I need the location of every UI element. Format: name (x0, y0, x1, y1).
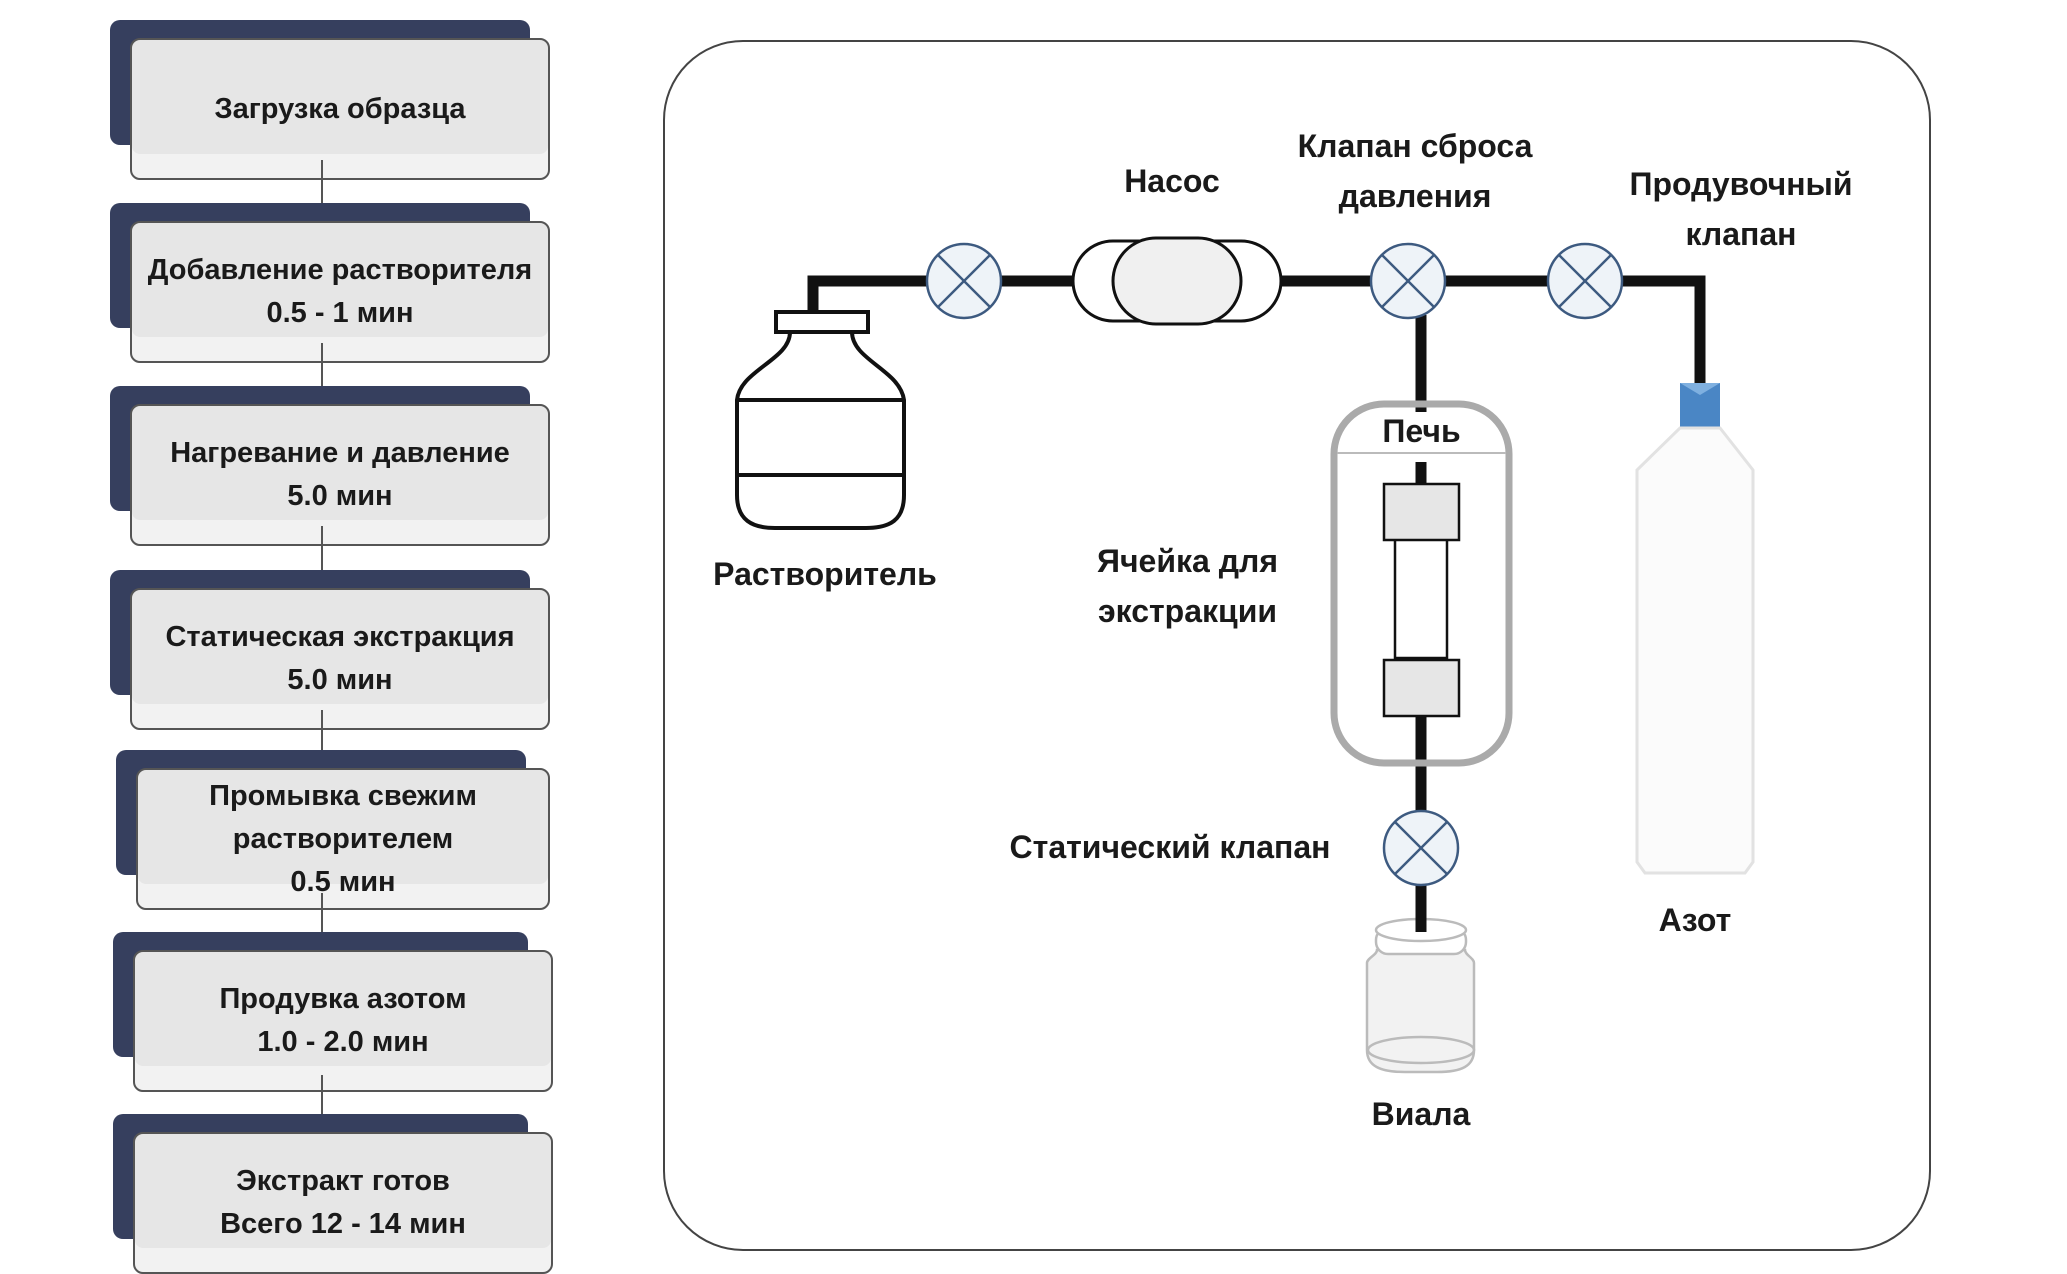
step-connector (321, 710, 323, 754)
static-valve-icon[interactable] (1382, 809, 1460, 887)
step-title: Загрузка образца (214, 92, 466, 125)
step-duration: 0.5 - 1 мин (266, 297, 414, 329)
step-extract-ready: Экстракт готов Всего 12 - 14 мин (113, 1114, 553, 1274)
step-duration: 0.5 мин (290, 865, 396, 898)
step-title: Продувка азотом (219, 983, 467, 1015)
step-title: Статическая экстракция (165, 621, 515, 653)
solvent-label: Растворитель (713, 556, 937, 592)
step-title-2: растворителем (232, 822, 454, 855)
step-duration: 5.0 мин (287, 664, 393, 696)
cell-label-line2: экстракции (1097, 593, 1278, 629)
pipe-purge-to-nitrogen (1619, 275, 1706, 383)
pump-label: Насос (1124, 163, 1220, 199)
step-title: Добавление растворителя (147, 254, 533, 286)
step-title: Экстракт готов (236, 1165, 450, 1197)
step-solvent-addition: Добавление растворителя 0.5 - 1 мин (110, 203, 550, 363)
static-valve-label: Статический клапан (1009, 829, 1331, 865)
step-connector (321, 160, 323, 203)
step-box: Промывка свежим растворителем 0.5 мин (136, 768, 550, 910)
cell-label-line1: Ячейка для (1096, 543, 1279, 579)
vial-icon (1365, 900, 1476, 1074)
relief-valve-label-line2: давления (1338, 178, 1492, 214)
purge-valve-label-line2: клапан (1685, 216, 1797, 252)
step-heat-pressure: Нагревание и давление 5.0 мин (110, 386, 550, 546)
purge-valve-icon[interactable] (1546, 242, 1624, 320)
step-box: Экстракт готов Всего 12 - 14 мин (133, 1132, 553, 1274)
step-duration: 1.0 - 2.0 мин (257, 1026, 429, 1058)
step-solvent-flush: Промывка свежим растворителем 0.5 мин (116, 750, 556, 910)
relief-valve-label-line1: Клапан сброса (1297, 128, 1533, 164)
pipe-solvent-to-valve (807, 275, 930, 312)
solvent-bottle-icon (735, 310, 906, 530)
step-title: Нагревание и давление (170, 437, 510, 469)
vial-label: Виала (1371, 1096, 1471, 1132)
step-static-extraction: Статическая экстракция 5.0 мин (110, 570, 550, 730)
nitrogen-cylinder-icon (1635, 383, 1755, 875)
step-connector (321, 893, 323, 935)
inlet-valve-icon[interactable] (925, 242, 1003, 320)
pump-icon (1071, 236, 1283, 326)
step-connector (321, 1075, 323, 1117)
step-connector (321, 526, 323, 570)
nitrogen-label: Азот (1658, 902, 1732, 938)
step-box: Продувка азотом 1.0 - 2.0 мин (133, 950, 553, 1092)
extraction-cell-icon (1382, 482, 1461, 718)
oven-icon (1330, 400, 1513, 767)
step-title: Промывка свежим (209, 779, 477, 812)
step-total: Всего 12 - 14 мин (220, 1208, 466, 1240)
step-box: Добавление растворителя 0.5 - 1 мин (130, 221, 550, 363)
step-box: Нагревание и давление 5.0 мин (130, 404, 550, 546)
step-box: Статическая экстракция 5.0 мин (130, 588, 550, 730)
step-nitrogen-purge: Продувка азотом 1.0 - 2.0 мин (113, 932, 553, 1092)
apparatus-frame (663, 40, 1931, 1251)
step-box: Загрузка образца (130, 38, 550, 180)
purge-valve-label-line1: Продувочный (1629, 166, 1853, 202)
oven-label: Печь (1382, 413, 1461, 449)
step-duration: 5.0 мин (287, 480, 393, 512)
step-sample-loading: Загрузка образца (110, 20, 550, 180)
pressure-relief-valve-icon[interactable] (1369, 242, 1447, 320)
step-connector (321, 343, 323, 386)
